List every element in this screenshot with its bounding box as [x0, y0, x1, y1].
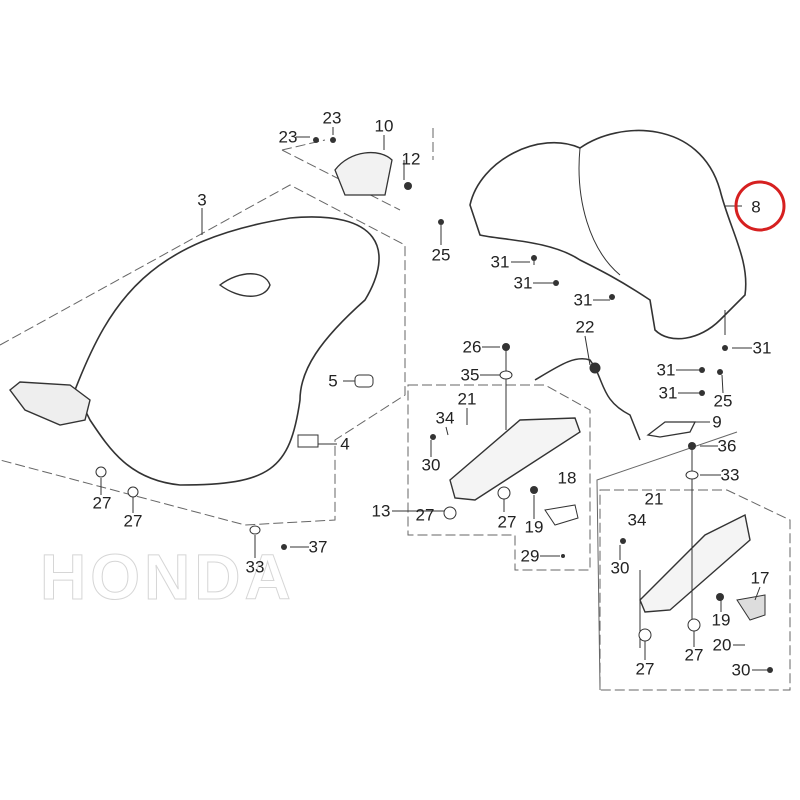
seat-group-box	[0, 184, 406, 526]
callout-37: 37	[308, 537, 328, 557]
callout-5: 5	[328, 371, 338, 391]
callout-26: 26	[462, 337, 482, 357]
callout-31: 31	[656, 360, 676, 380]
plate-18	[544, 504, 579, 526]
callout-27: 27	[684, 645, 704, 665]
honda-watermark: HONDA	[40, 541, 295, 614]
grab-rail-left	[449, 417, 581, 501]
callout-18: 18	[557, 468, 577, 488]
callout-21: 21	[457, 389, 477, 409]
highlight-circle	[734, 180, 786, 232]
callout-10: 10	[374, 116, 394, 136]
callout-30: 30	[421, 455, 441, 475]
callout-35: 35	[460, 365, 480, 385]
callout-33: 33	[245, 557, 265, 577]
callout-27: 27	[92, 493, 112, 513]
seat-lock-part	[9, 381, 91, 426]
callout-23: 23	[322, 108, 342, 128]
callout-34: 34	[627, 510, 647, 530]
callout-33: 33	[720, 465, 740, 485]
cowl-part	[334, 151, 393, 196]
callout-31: 31	[658, 383, 678, 403]
callout-27: 27	[635, 659, 655, 679]
callout-31: 31	[513, 273, 533, 293]
seat-part	[74, 216, 380, 486]
callout-27: 27	[497, 512, 517, 532]
callout-29: 29	[520, 546, 540, 566]
callout-12: 12	[401, 149, 421, 169]
hook-9	[646, 421, 697, 438]
stay-17	[736, 594, 766, 621]
callout-31: 31	[752, 338, 772, 358]
callout-8-highlighted: 8	[751, 197, 761, 217]
rail-left-box	[407, 384, 591, 571]
callout-13: 13	[371, 501, 391, 521]
callout-30: 30	[610, 558, 630, 578]
callout-4: 4	[340, 434, 350, 454]
callout-19: 19	[711, 610, 731, 630]
callout-17: 17	[750, 568, 770, 588]
callout-27: 27	[415, 505, 435, 525]
cable-part	[534, 358, 641, 441]
callout-20: 20	[712, 635, 732, 655]
callout-21: 21	[644, 489, 664, 509]
callout-36: 36	[717, 436, 737, 456]
callout-3: 3	[197, 190, 207, 210]
callout-25: 25	[431, 245, 451, 265]
callout-34: 34	[435, 408, 455, 428]
backrest-part	[469, 129, 747, 340]
callout-9: 9	[712, 412, 722, 432]
callout-30: 30	[731, 660, 751, 680]
grab-rail-right	[639, 513, 751, 613]
callout-22: 22	[575, 317, 595, 337]
callout-23: 23	[278, 127, 298, 147]
callout-31: 31	[490, 252, 510, 272]
callout-31: 31	[573, 290, 593, 310]
callout-25: 25	[713, 391, 733, 411]
callout-27: 27	[123, 511, 143, 531]
callout-19: 19	[524, 517, 544, 537]
